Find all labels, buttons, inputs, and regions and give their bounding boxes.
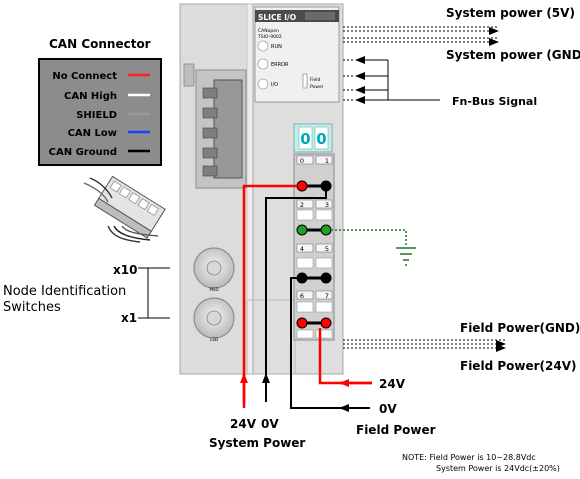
pin-field-24v-right [320,317,332,329]
x1-label: x1 [121,311,137,325]
slot-number-3: 3 [325,201,329,209]
led-error-label: ERROR [271,62,289,68]
legend-label-can-high: CAN High [64,91,117,102]
node-id-switch-lsd[interactable]: LSD [193,297,235,342]
slot-number-4: 4 [300,245,304,253]
module-can-port [183,63,247,189]
label-field-power-24v: Field Power(24V) [460,359,576,373]
node-id-switch-msd[interactable]: MSD [193,247,235,292]
slot-number-6: 6 [300,292,304,300]
pin-shield-right [320,224,332,236]
label-field-power: Field Power [356,423,436,437]
slot-number-2: 2 [300,201,304,209]
module-brand-logo [305,12,335,20]
legend-label-shield: SHIELD [76,110,117,121]
fn-bus-lines [343,56,440,104]
label-field-24v: 24V [379,377,406,391]
note-line1: NOTE: Field Power is 10~28.8Vdc [402,453,536,462]
label-field-0v: 0V [379,402,397,416]
label-system-24v: 24V [230,417,257,431]
pin-system-0v [320,180,332,192]
label-system-power: System Power [209,436,305,450]
module-model-line1: CANopen [258,28,279,34]
x10-label: x10 [113,263,137,277]
slot-number-5: 5 [325,245,329,253]
legend-label-no-connect: No Connect [52,71,117,82]
can-connector-title: CAN Connector [49,37,151,51]
label-system-0v: 0V [261,417,279,431]
note-line2: System Power is 24Vdc(±20%) [436,464,560,473]
slot-display-digit-1: 0 [300,130,310,148]
slot-display-digit-2: 0 [316,130,326,148]
led-error: ERROR [257,58,289,70]
led-run: RUN [257,40,282,52]
ground-symbol [396,247,416,266]
led-io: I/O [257,78,278,90]
wire-system-24v [242,184,297,408]
node-id-label-line2: Switches [3,300,61,315]
pin-field-0v-right [320,272,332,284]
label-field-power-gnd: Field Power(GND) [460,321,580,335]
wire-field-0v [290,277,370,409]
node-id-bracket [138,267,149,319]
legend-label-can-ground: CAN Ground [49,147,117,158]
wire-system-0v [265,191,327,402]
field-power-led-label-line1: Field [310,77,321,83]
legend-box [38,58,162,166]
wire-shield-ground [331,229,407,246]
pin-field-0v-left [296,272,308,284]
pin-field-24v-left [296,317,308,329]
can-plug-illustration [83,175,166,243]
field-power-led [302,73,308,89]
node-id-label-line1: Node Identification [3,284,126,299]
module-label-panel [254,6,340,103]
label-system-power-5v: System power (5V) [446,6,575,20]
can-connector-legend: No Connect CAN High SHIELD CAN Low CAN G… [38,58,162,166]
legend-label-can-low: CAN Low [68,128,117,139]
module-brand: SLICE I/O [258,13,296,22]
slot-number-1: 1 [325,157,329,165]
msd-label: MSD [209,287,218,292]
led-io-label: I/O [271,82,278,88]
label-system-power-gnd: System power (GND) [446,48,580,62]
module-model-line2: TSIO-9002 [257,34,282,40]
slot-number-0: 0 [300,157,304,165]
led-run-label: RUN [271,44,282,50]
lsd-label: LSD [210,337,218,342]
field-power-led-label-line2: Power [310,84,324,90]
slice-io-module: MSD LSD SLICE I/O CANopen TSIO-9002 RUN … [179,3,344,375]
slot-number-7: 7 [325,292,329,300]
pin-shield-left [296,224,308,236]
pin-system-24v [296,180,308,192]
label-fn-bus-signal: Fn-Bus Signal [452,95,537,108]
